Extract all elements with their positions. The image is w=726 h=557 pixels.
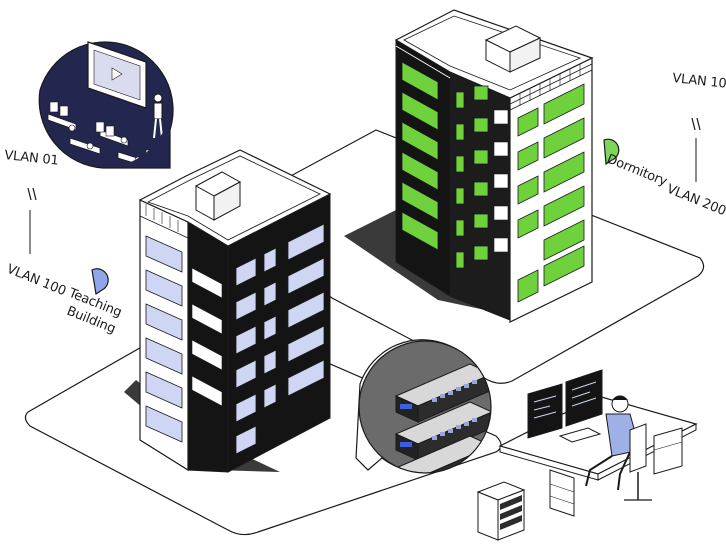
teaching-vlan-range-tick	[27, 187, 32, 201]
dorm-vlan-start-label: VLAN 101	[672, 71, 726, 92]
teaching-building	[138, 149, 332, 473]
server-rack-icon	[476, 481, 526, 541]
classroom-inset	[38, 41, 174, 169]
teaching-roof-unit	[194, 171, 242, 221]
admin-workstation-icon	[498, 369, 698, 517]
teaching-vlan-start-label: VLAN 01	[4, 148, 60, 169]
dormitory-label: Dormitory	[605, 152, 670, 190]
dormitory-building	[394, 9, 594, 323]
dorm-vlan-range-tick	[696, 117, 701, 131]
teaching-vlan-range-tick	[32, 187, 37, 201]
map-pin-icon	[603, 138, 620, 166]
teaching-vlan-end-label: VLAN 100	[5, 262, 68, 299]
dormitory-roof-unit	[484, 25, 542, 73]
network-switch-inset	[355, 339, 492, 474]
dorm-vlan-range-tick	[691, 117, 696, 131]
map-pin-icon	[91, 268, 109, 296]
dorm-vlan-end-label: VLAN 200	[665, 182, 726, 219]
classroom-projector-icon	[87, 41, 147, 109]
